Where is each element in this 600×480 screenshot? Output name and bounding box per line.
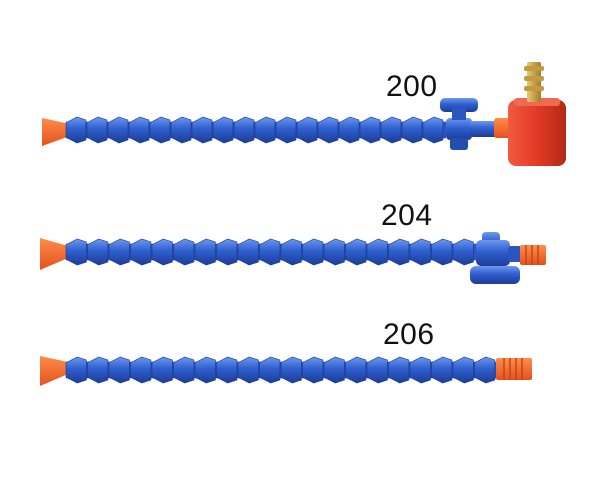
valve-outlet bbox=[470, 121, 498, 137]
hose-segment bbox=[170, 116, 192, 144]
hose-segment bbox=[452, 238, 474, 266]
hose-segment bbox=[87, 238, 109, 266]
valve-stem bbox=[452, 108, 466, 120]
hose-segment bbox=[107, 116, 129, 144]
barb-ridge bbox=[524, 66, 544, 71]
valve-body bbox=[476, 240, 510, 266]
hose-segment bbox=[151, 356, 173, 384]
model-label-204: 204 bbox=[381, 199, 433, 232]
valve-handle bbox=[440, 98, 478, 112]
hose-segment bbox=[259, 356, 281, 384]
hose-segment bbox=[65, 238, 87, 266]
hose-segment bbox=[409, 238, 431, 266]
valve-bottom bbox=[450, 138, 468, 150]
hose-segment bbox=[237, 356, 259, 384]
hose-segment bbox=[401, 116, 423, 144]
flat-nozzle bbox=[40, 356, 68, 386]
hose-assembly-206 bbox=[40, 356, 532, 386]
hose-segment bbox=[280, 238, 302, 266]
magnetic-base bbox=[508, 100, 566, 166]
hose-segment bbox=[65, 116, 87, 144]
hose-segment bbox=[302, 238, 324, 266]
hose-segment bbox=[366, 238, 388, 266]
hose-segments bbox=[65, 238, 480, 266]
hose-segment bbox=[194, 356, 216, 384]
model-label-206: 206 bbox=[383, 318, 435, 351]
hose-segment bbox=[191, 116, 213, 144]
hose-segment bbox=[275, 116, 297, 144]
hose-segment bbox=[380, 116, 402, 144]
hose-segment bbox=[431, 356, 453, 384]
barb-fitting bbox=[527, 62, 541, 102]
hose-segment bbox=[338, 116, 360, 144]
hose-segment bbox=[212, 116, 234, 144]
hose-segment bbox=[366, 356, 388, 384]
hose-segments bbox=[65, 116, 446, 144]
hose-segment bbox=[323, 238, 345, 266]
hose-segment bbox=[474, 356, 496, 384]
hose-segment bbox=[216, 356, 238, 384]
hose-segment bbox=[323, 356, 345, 384]
hose-segments bbox=[65, 356, 498, 384]
hose-segment bbox=[431, 238, 453, 266]
hose-segment bbox=[173, 238, 195, 266]
hose-segment bbox=[151, 238, 173, 266]
hose-segment bbox=[194, 238, 216, 266]
hose-assembly-204 bbox=[40, 232, 546, 284]
hose-segment bbox=[388, 356, 410, 384]
flat-nozzle bbox=[40, 238, 68, 270]
hose-segment bbox=[296, 116, 318, 144]
hose-segment bbox=[130, 356, 152, 384]
barb-ridge bbox=[524, 76, 544, 81]
flat-nozzle bbox=[42, 118, 70, 146]
hose-segment bbox=[233, 116, 255, 144]
hose-segment bbox=[237, 238, 259, 266]
hose-assembly-200 bbox=[42, 62, 566, 166]
hose-segment bbox=[130, 238, 152, 266]
hose-segment bbox=[173, 356, 195, 384]
hose-segment bbox=[409, 356, 431, 384]
model-label-200: 200 bbox=[386, 70, 438, 103]
hose-segment bbox=[422, 116, 444, 144]
hose-segment bbox=[108, 238, 130, 266]
valve-outlet bbox=[508, 246, 522, 262]
hose-segment bbox=[345, 238, 367, 266]
hose-segment bbox=[345, 356, 367, 384]
hose-segment bbox=[86, 116, 108, 144]
hose-segment bbox=[149, 116, 171, 144]
hose-segment bbox=[452, 356, 474, 384]
hose-segment bbox=[216, 238, 238, 266]
valve-body bbox=[446, 118, 472, 140]
hose-segment bbox=[87, 356, 109, 384]
threaded-connector bbox=[520, 245, 546, 265]
hose-segment bbox=[388, 238, 410, 266]
barb-ridge bbox=[524, 86, 544, 91]
hose-segment bbox=[254, 116, 276, 144]
hose-segment bbox=[128, 116, 150, 144]
hose-segment bbox=[108, 356, 130, 384]
hose-segment bbox=[359, 116, 381, 144]
valve-lever bbox=[470, 266, 520, 284]
hose-segment bbox=[280, 356, 302, 384]
hose-segment bbox=[317, 116, 339, 144]
hose-segment bbox=[302, 356, 324, 384]
hose-segment bbox=[259, 238, 281, 266]
threaded-connector bbox=[496, 358, 532, 380]
hose-segment bbox=[65, 356, 87, 384]
